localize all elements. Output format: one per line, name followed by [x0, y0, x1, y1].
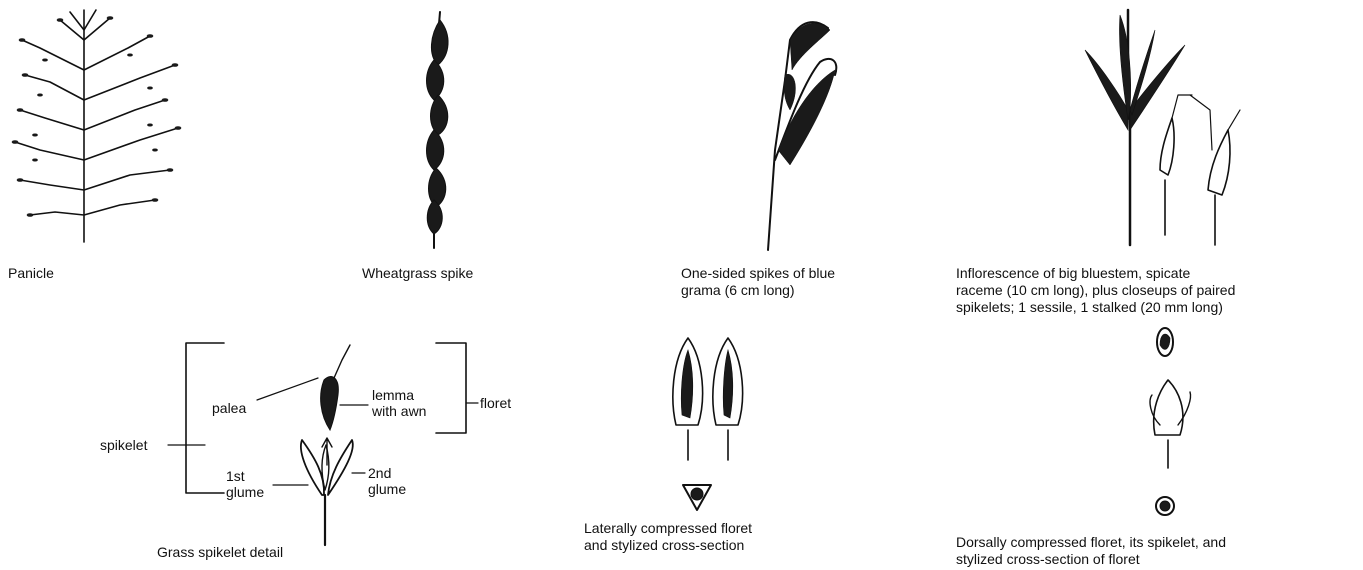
- caption-lateral-floret: Laterally compressed floret and stylized…: [584, 520, 752, 554]
- label-first-glume-line2: glume: [226, 484, 264, 500]
- caption-dorsal-floret: Dorsally compressed floret, its spikelet…: [956, 534, 1226, 568]
- caption-blue-grama-line1: One-sided spikes of blue: [681, 265, 835, 282]
- label-palea: palea: [212, 400, 246, 416]
- lateral-floret-drawing: [673, 338, 743, 510]
- caption-big-bluestem-line1: Inflorescence of big bluestem, spicate: [956, 265, 1235, 282]
- label-first-glume-line1: 1st: [226, 468, 264, 484]
- caption-spikelet-detail: Grass spikelet detail: [157, 544, 283, 561]
- big-bluestem-drawing: [1085, 10, 1240, 245]
- wheatgrass-spike-drawing: [427, 12, 449, 248]
- label-second-glume: 2nd glume: [368, 465, 406, 497]
- label-lemma-line2: with awn: [372, 403, 426, 419]
- caption-wheatgrass-spike: Wheatgrass spike: [362, 265, 473, 282]
- caption-dorsal-line2: stylized cross-section of floret: [956, 551, 1226, 568]
- caption-big-bluestem: Inflorescence of big bluestem, spicate r…: [956, 265, 1235, 316]
- caption-blue-grama-line2: grama (6 cm long): [681, 282, 835, 299]
- caption-big-bluestem-line3: spikelets; 1 sessile, 1 stalked (20 mm l…: [956, 299, 1235, 316]
- caption-dorsal-line1: Dorsally compressed floret, its spikelet…: [956, 534, 1226, 551]
- label-floret: floret: [480, 395, 511, 411]
- caption-blue-grama: One-sided spikes of blue grama (6 cm lon…: [681, 265, 835, 299]
- spikelet-detail-drawing: [168, 343, 478, 545]
- caption-panicle: Panicle: [8, 265, 54, 282]
- label-second-glume-line1: 2nd: [368, 465, 406, 481]
- label-lemma-with-awn: lemma with awn: [372, 387, 426, 419]
- caption-lateral-line2: and stylized cross-section: [584, 537, 752, 554]
- blue-grama-drawing: [768, 22, 836, 250]
- label-first-glume: 1st glume: [226, 468, 264, 500]
- label-lemma-line1: lemma: [372, 387, 426, 403]
- label-second-glume-line2: glume: [368, 481, 406, 497]
- label-spikelet: spikelet: [100, 437, 147, 453]
- dorsal-floret-drawing: [1150, 328, 1190, 515]
- caption-big-bluestem-line2: raceme (10 cm long), plus closeups of pa…: [956, 282, 1235, 299]
- caption-lateral-line1: Laterally compressed floret: [584, 520, 752, 537]
- panicle-drawing: [12, 10, 181, 242]
